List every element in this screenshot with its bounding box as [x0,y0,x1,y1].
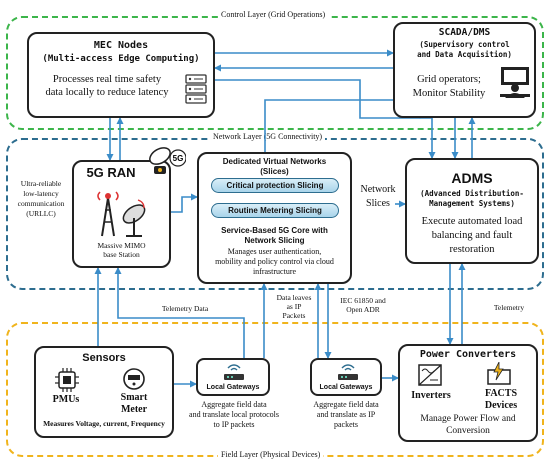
router-icon [338,364,358,380]
smart-meter-icon [123,368,145,390]
urllc-line4: (URLLC) [26,209,56,218]
scada-desc-line1: Grid operators; [417,74,481,85]
core-header-line2: (Slices) [260,167,289,176]
sensors-title: Sensors [82,352,126,364]
pmu-label: PMUs [52,394,80,405]
scada-subtitle-line2: and Data Acquisition) [417,50,512,59]
critical-protection-slice[interactable]: Critical protection Slicing [211,178,339,193]
mec-desc-line1: Processes real time safety [52,74,162,85]
core-title-line1: Service-Based 5G Core with [221,226,328,235]
field-layer-title: Field Layer (Physical Devices) [218,450,324,459]
core-header-line1: Dedicated Virtual Networks [222,157,327,166]
power-desc-line2: Conversion [446,426,490,436]
scada-title: SCADA/DMS [438,27,491,38]
network-layer-title: Network Layer (5G Connectivity) [210,132,326,141]
adms-subtitle-line1: (Advanced Distribution- [420,189,524,198]
5g-ran-box[interactable]: 5G RAN Massive MIMO base Station [72,160,171,268]
satellite-dish-icon: 5G [149,147,186,174]
network-slices-line2: Slices [366,198,390,209]
operator-icon [500,67,530,98]
power-title: Power Converters [419,349,517,360]
mec-title: MEC Nodes [93,40,149,51]
facts-line2: Devices [484,400,518,411]
core-title-line2: Network Slicing [244,236,305,245]
iec-line1: IEC 61850 and [340,296,386,305]
urllc-line2: low-latency [23,189,59,198]
adms-desc-line2: balancing and fault [431,230,513,241]
inverter-icon [418,364,442,386]
gateway1-desc-line2: and translate local protocols [189,410,279,419]
adms-subtitle-line2: Management Systems) [429,199,515,208]
data-leaves-line3: Packets [282,311,306,320]
telemetry-label: Telemetry [493,303,525,312]
pmu-chip-icon [55,368,79,392]
inverters-label: Inverters [411,390,451,401]
gateway2-desc-line1: Aggregate field data [313,400,379,409]
mec-desc-line2: data locally to reduce latency [45,87,169,98]
smart-meter-line2: Meter [120,404,148,415]
scada-dms-box[interactable]: SCADA/DMS (Supervisory control and Data … [393,22,536,118]
telemetry-data-label: Telemetry Data [161,304,209,313]
control-layer-title: Control Layer (Grid Operations) [218,10,329,19]
sensors-desc: Measures Voltage, current, Frequency [43,419,165,428]
data-leaves-line2: as IP [286,302,302,311]
ran-caption-line2: base Station [103,250,140,259]
gateway2-desc-line2: and translate as IP [316,410,376,419]
network-slices-line1: Network [360,184,396,195]
adms-desc-line3: restoration [449,244,495,255]
local-gateway-1[interactable]: Local Gateways [196,358,270,396]
adms-desc-line1: Execute automated load [421,216,523,227]
facts-line1: FACTS [484,388,518,399]
gateway2-desc-line3: packets [334,420,358,429]
ran-title: 5G RAN [86,165,136,180]
sensors-box[interactable]: Sensors PMUs Smart Meter Measures Voltag… [34,346,174,438]
scada-subtitle-line1: (Supervisory control [419,40,510,49]
gateway1-label: Local Gateways [206,384,260,391]
smart-meter-line1: Smart [120,392,148,403]
core-desc-line1: Manages user authentication, [227,247,322,256]
data-leaves-line1: Data leaves [276,293,312,302]
scada-desc-line2: Monitor Stability [412,88,486,99]
router-icon [224,364,244,380]
gateway1-desc-line1: Aggregate field data [201,400,267,409]
ran-badge: 5G [173,154,184,163]
core-desc-line3: infrastructure [252,267,297,276]
iec-line2: Open ADR [346,305,380,314]
mec-nodes-box[interactable]: MEC Nodes (Multi-access Edge Computing) … [27,32,215,118]
local-gateway-2[interactable]: Local Gateways [310,358,382,396]
tower-icon [97,191,146,237]
facts-device-icon [487,362,511,385]
adms-title: ADMS [451,170,493,186]
server-icon [185,74,207,104]
gateway2-label: Local Gateways [319,384,373,391]
power-converters-box[interactable]: Power Converters Inverters FACTS Devices… [398,344,538,442]
urllc-line3: communication [17,199,65,208]
5g-core-box[interactable]: Dedicated Virtual Networks (Slices) Crit… [197,152,352,284]
adms-box[interactable]: ADMS (Advanced Distribution- Management … [405,158,539,264]
urllc-line1: Ultra-reliable [20,179,62,188]
mec-subtitle: (Multi-access Edge Computing) [42,54,200,64]
routine-metering-slice[interactable]: Routine Metering Slicing [211,203,339,218]
power-desc-line1: Manage Power Flow and [420,414,516,424]
gateway1-desc-line3: to IP packets [213,420,255,429]
ran-caption-line1: Massive MIMO [97,241,146,250]
core-desc-line2: mobility and policy control via cloud [215,257,334,266]
